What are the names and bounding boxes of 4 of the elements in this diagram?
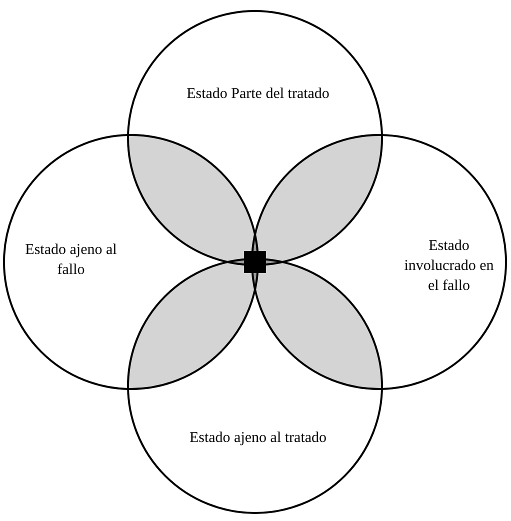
set-label: Estado involucrado en el fallo (403, 237, 495, 296)
set-label: Estado ajeno al fallo (24, 241, 118, 280)
set-label: Estado ajeno al tratado (188, 429, 328, 448)
set-label: Estado Parte del tratado (186, 85, 330, 104)
